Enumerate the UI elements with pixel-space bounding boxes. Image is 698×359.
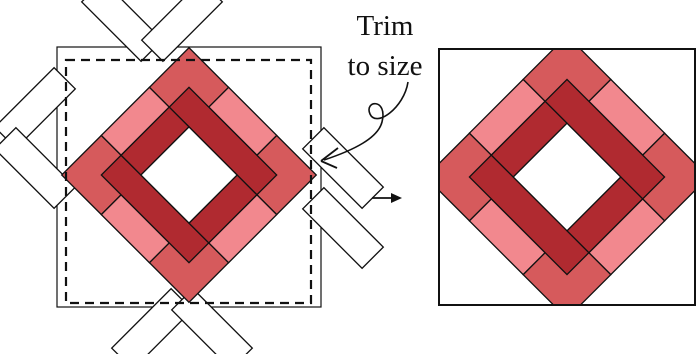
center-square [512, 122, 622, 232]
setting-piece [301, 186, 385, 270]
setting-piece [170, 287, 254, 359]
setting-piece [140, 0, 224, 63]
setting-pieces [0, 0, 385, 359]
right-arrow-icon [372, 193, 402, 203]
dashed-trim-line [64, 58, 313, 305]
setting-piece [80, 0, 164, 63]
trimmed-outline [438, 48, 696, 306]
pieced-ring [60, 46, 318, 304]
note-line-2: to size [347, 50, 423, 82]
curly-pointer-arrow-icon [323, 81, 409, 161]
trimmed-block [438, 48, 696, 306]
untrimmed-block [0, 0, 385, 359]
pointer-arrowhead [320, 147, 339, 169]
center-square [139, 125, 239, 225]
setting-piece [0, 126, 77, 210]
trim-to-size-note: Trim to size [330, 6, 440, 86]
note-line-1: Trim [356, 10, 414, 42]
setting-piece [110, 287, 194, 359]
